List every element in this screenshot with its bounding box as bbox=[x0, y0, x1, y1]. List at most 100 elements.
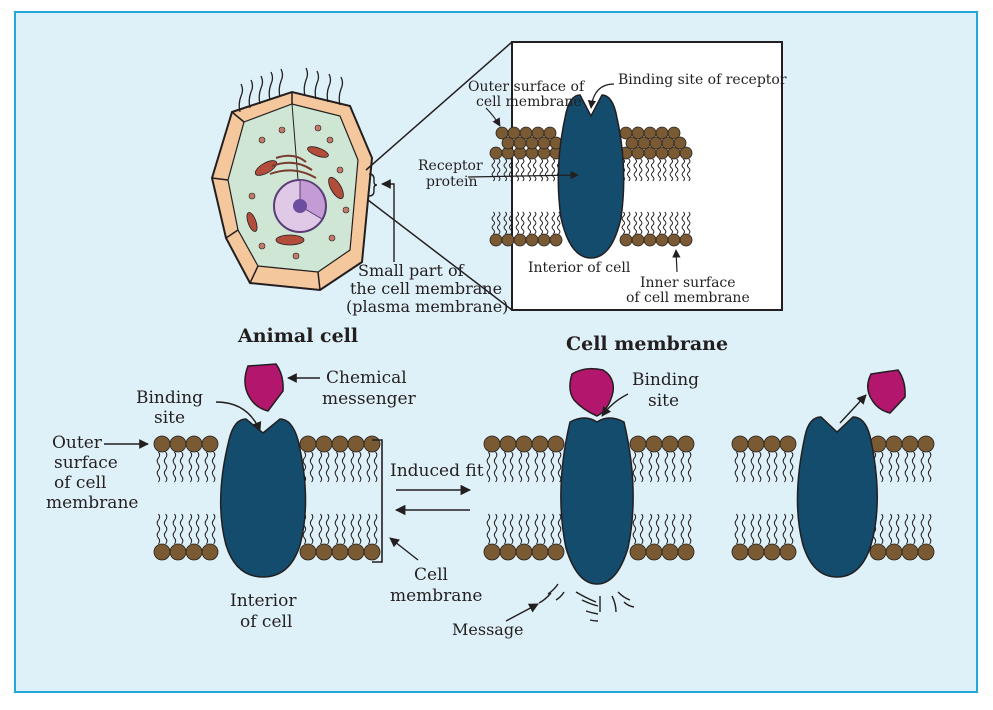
lipid-tail bbox=[539, 211, 544, 235]
lipid-tail bbox=[645, 211, 650, 235]
lipid-head bbox=[185, 435, 203, 453]
bottom-membranes bbox=[153, 435, 935, 561]
lipid-tail bbox=[657, 158, 662, 182]
lipid-head bbox=[661, 543, 679, 561]
receptor-protein-bound bbox=[560, 417, 634, 585]
lipid-tail bbox=[895, 513, 900, 545]
small-part-arrow bbox=[381, 179, 395, 262]
lipid-tail bbox=[341, 451, 346, 483]
lipid-tail bbox=[664, 451, 669, 483]
lipid-tail bbox=[639, 451, 644, 483]
lipid-tail bbox=[509, 451, 514, 483]
lipid-tail bbox=[532, 158, 537, 182]
arrow-receptor-protein bbox=[467, 170, 579, 180]
lipid-tail bbox=[515, 211, 520, 235]
lipid-tail bbox=[551, 211, 556, 235]
lipid-head bbox=[547, 543, 565, 561]
lipid-tail bbox=[734, 451, 739, 483]
lipid-head bbox=[483, 435, 501, 453]
lipid-tail bbox=[621, 211, 626, 235]
lipid-head bbox=[629, 435, 647, 453]
lipid-tail bbox=[632, 451, 637, 483]
lipid-head bbox=[331, 543, 349, 561]
chemical-messenger-1 bbox=[244, 363, 284, 412]
lipid-head bbox=[779, 543, 797, 561]
lipid-tail bbox=[888, 451, 893, 483]
lipid-tail bbox=[373, 451, 378, 483]
lipid-tail bbox=[211, 451, 216, 483]
lipid-tail bbox=[782, 513, 787, 545]
lipid-tail bbox=[309, 451, 314, 483]
lipid-tail bbox=[357, 451, 362, 483]
lipid-tail bbox=[309, 513, 314, 545]
arrow-binding-site-zoom bbox=[587, 83, 615, 109]
lipid-head bbox=[363, 543, 381, 561]
lipid-head bbox=[331, 435, 349, 453]
lipid-tail bbox=[496, 211, 501, 235]
arrow-binding-site-left bbox=[215, 401, 262, 432]
lipid-tail bbox=[757, 451, 762, 483]
lipid-head bbox=[531, 435, 549, 453]
lipid-tail bbox=[626, 211, 631, 235]
lipid-head bbox=[673, 136, 687, 150]
lipid-tail bbox=[172, 451, 177, 483]
lipid-head bbox=[901, 543, 919, 561]
lipid-tail bbox=[373, 513, 378, 545]
lipid-tail bbox=[879, 451, 884, 483]
title-cell-membrane: Cell membrane bbox=[566, 333, 728, 355]
lipid-head bbox=[547, 435, 565, 453]
lipid-head bbox=[917, 435, 935, 453]
lipid-tail bbox=[648, 451, 653, 483]
lipid-tail bbox=[782, 451, 787, 483]
lipid-head bbox=[169, 543, 187, 561]
lipid-tail bbox=[681, 211, 686, 235]
lipid-tail bbox=[638, 211, 643, 235]
lipid-tail bbox=[539, 158, 544, 182]
receptor-protein-resting bbox=[219, 418, 307, 578]
lipid-head bbox=[869, 543, 887, 561]
lipid-tail bbox=[741, 451, 746, 483]
lipid-head bbox=[667, 126, 681, 140]
lipid-tail bbox=[639, 513, 644, 545]
lipid-tail bbox=[556, 211, 561, 235]
lipid-head bbox=[315, 435, 333, 453]
lipid-head bbox=[763, 543, 781, 561]
lipid-tail bbox=[502, 513, 507, 545]
lipid-tail bbox=[325, 513, 330, 545]
lipid-tail bbox=[662, 211, 667, 235]
label-interior-zoom: Interior of cell bbox=[528, 260, 631, 276]
lipid-head bbox=[679, 146, 693, 160]
lipid-tail bbox=[532, 211, 537, 235]
lipid-tail bbox=[541, 451, 546, 483]
arrow-outer-surface-zoom bbox=[485, 107, 501, 127]
lipid-tail bbox=[789, 451, 794, 483]
lipid-head bbox=[661, 435, 679, 453]
lipid-tail bbox=[650, 158, 655, 182]
lipid-head bbox=[347, 435, 365, 453]
lipid-head bbox=[525, 233, 539, 247]
lipid-tail bbox=[518, 451, 523, 483]
lipid-head bbox=[731, 435, 749, 453]
lipid-tail bbox=[515, 158, 520, 182]
title-animal-cell: Animal cell bbox=[237, 325, 358, 347]
lipid-tail bbox=[674, 211, 679, 235]
lipid-tail bbox=[650, 211, 655, 235]
lipid-tail bbox=[645, 158, 650, 182]
lipid-tail bbox=[773, 513, 778, 545]
lipid-tail bbox=[318, 513, 323, 545]
lipid-tail bbox=[734, 513, 739, 545]
lipid-head bbox=[515, 435, 533, 453]
lipid-tail bbox=[671, 451, 676, 483]
lipid-tail bbox=[671, 513, 676, 545]
membrane-bracket bbox=[372, 439, 383, 563]
lipid-head bbox=[917, 543, 935, 561]
lipid-tail bbox=[789, 513, 794, 545]
lipid-head bbox=[499, 543, 517, 561]
lipid-tail bbox=[525, 513, 530, 545]
lipid-tail bbox=[541, 513, 546, 545]
lipid-head bbox=[153, 435, 171, 453]
